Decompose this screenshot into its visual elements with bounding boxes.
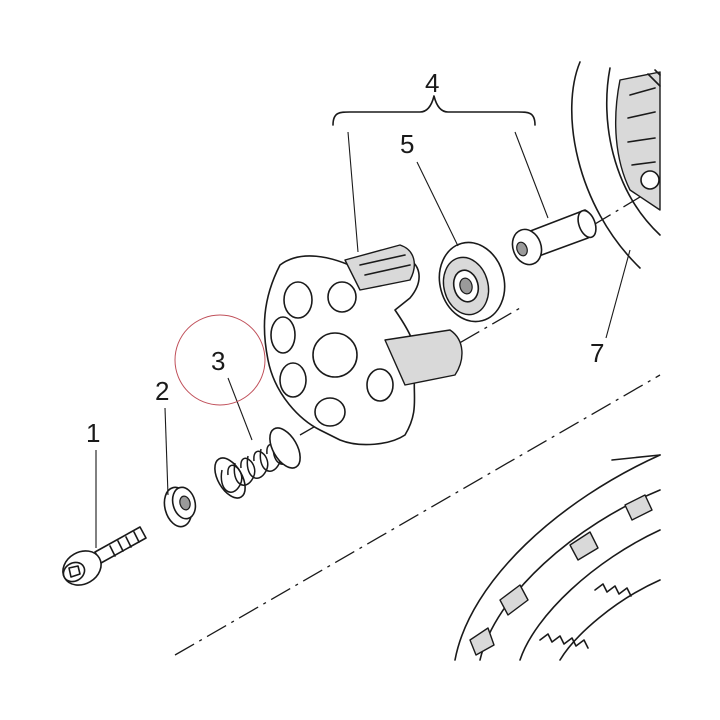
pressure-plate-part-4 <box>263 244 463 446</box>
callout-5: 5 <box>400 129 414 159</box>
drum-ribs <box>627 87 656 166</box>
spring-end <box>269 427 301 469</box>
plate-hole-6 <box>327 281 357 313</box>
leader-7 <box>605 249 631 339</box>
leader-2 <box>164 407 169 496</box>
leader-3 <box>227 377 253 441</box>
plate-hole-2 <box>270 316 296 354</box>
plate-rim-line <box>611 454 661 461</box>
bolt-hex-recess-icon <box>68 565 81 578</box>
callout-2: 2 <box>155 376 169 406</box>
plate-tab-4 <box>469 627 495 656</box>
pushrod-tip <box>516 241 528 257</box>
plate-outer-arc-4 <box>559 579 661 661</box>
drum-inner-edge <box>605 67 661 236</box>
leader-4b <box>514 131 549 219</box>
plate-outer-arc-1 <box>454 454 661 661</box>
plate-boss-lower <box>384 329 463 386</box>
group-4-bracket <box>332 95 536 126</box>
bearing-part-5 <box>438 241 506 323</box>
plate-hole-3 <box>279 362 307 398</box>
plate-teeth-1 <box>539 633 589 649</box>
bolt-threads <box>109 531 140 557</box>
callout-7: 7 <box>590 338 604 368</box>
bolt-part-1 <box>62 526 147 586</box>
clutch-plate-stack <box>454 454 661 661</box>
center-axis <box>174 374 661 656</box>
clutch-drum <box>570 61 661 269</box>
leader-4a <box>347 131 359 253</box>
leader-5 <box>416 161 459 247</box>
drum-detail <box>647 69 661 87</box>
spring-coils <box>220 436 295 493</box>
plate-outer-arc-3 <box>519 529 661 661</box>
plate-hole-1 <box>283 281 313 319</box>
plate-teeth-2 <box>594 583 632 597</box>
plate-center-hole <box>312 332 358 378</box>
plate-hole-4 <box>314 397 346 427</box>
highlight-circle <box>174 314 266 406</box>
callout-1: 1 <box>86 418 100 448</box>
drum-outer-edge <box>570 61 641 269</box>
pushrod-end <box>577 209 597 239</box>
spring-part-3 <box>214 427 301 499</box>
bolt-socket <box>62 561 86 583</box>
plate-tab-1 <box>499 584 529 616</box>
washer-part-2 <box>163 486 197 528</box>
drum-center-bore <box>640 170 660 190</box>
bearing-bore <box>459 277 473 295</box>
axis-lines <box>174 184 661 656</box>
callout-4: 4 <box>425 68 439 98</box>
plate-boss-lines <box>359 254 411 276</box>
leader-lines <box>95 131 631 548</box>
washer-hole <box>179 495 191 511</box>
plate-tab-2 <box>569 531 599 561</box>
plate-tab-3 <box>624 494 653 521</box>
pushrod-piece <box>511 209 597 266</box>
callout-3: 3 <box>211 346 225 376</box>
spring-start <box>214 457 246 499</box>
plate-hole-5 <box>366 368 394 402</box>
